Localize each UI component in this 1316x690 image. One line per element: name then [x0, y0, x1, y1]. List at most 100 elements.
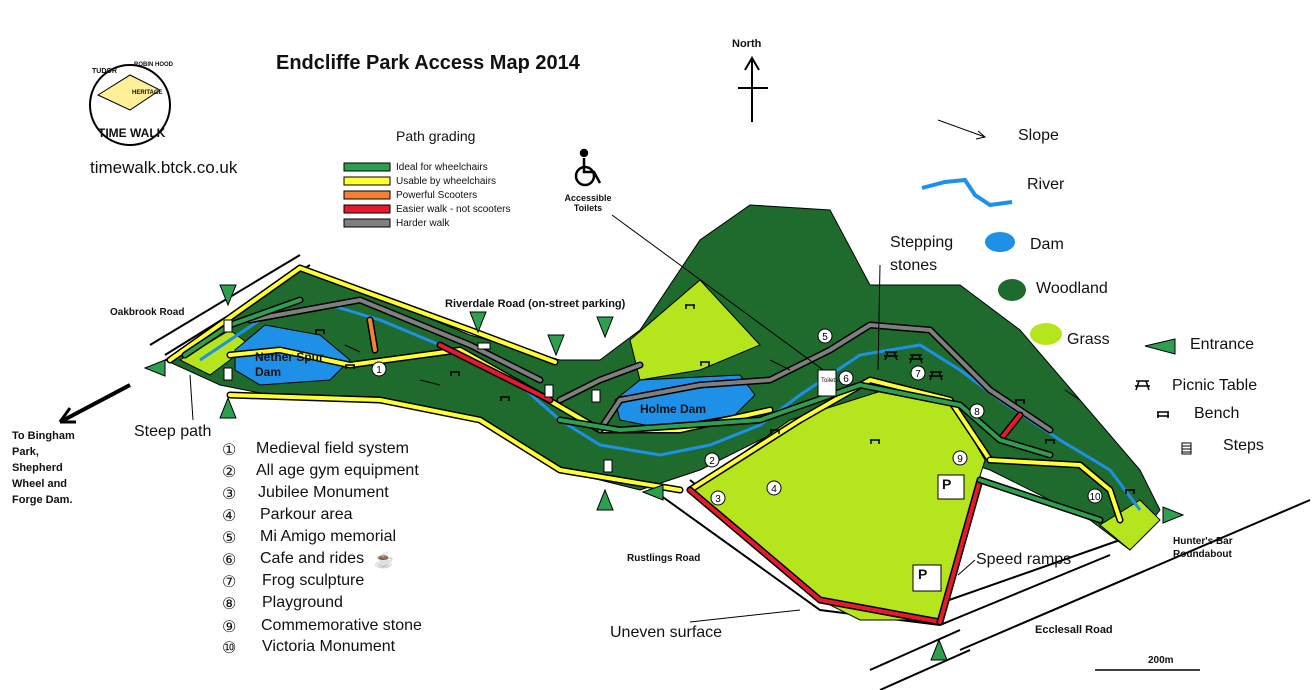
- key-steps: Steps: [1223, 437, 1264, 454]
- website-link[interactable]: timewalk.btck.co.uk: [90, 158, 238, 177]
- entrances: [143, 284, 1185, 661]
- toilets-box: [817, 369, 837, 397]
- poi-9-num: ⑨: [222, 619, 237, 636]
- poi-1-num: ①: [222, 442, 237, 459]
- poi-3-label: Jubilee Monument: [258, 484, 389, 501]
- to-bingham-label: To Bingham Park, Shepherd Wheel and Forg…: [12, 430, 75, 506]
- entrance-icon: [1144, 338, 1176, 355]
- svg-text:4: 4: [771, 484, 777, 495]
- path-grading-swatches: [343, 162, 391, 228]
- svg-text:10: 10: [1089, 492, 1101, 503]
- poi-markers: [371, 328, 1103, 506]
- ecclesall-road-label: Ecclesall Road: [1035, 624, 1113, 636]
- key-river: River: [1027, 176, 1065, 193]
- parking-icon: P: [918, 566, 928, 582]
- poi-9-label: Commemorative stone: [261, 617, 422, 634]
- uneven-surface-leader-line: [689, 609, 801, 623]
- steps-markers: [223, 319, 613, 473]
- key-dam: Dam: [1030, 236, 1064, 253]
- poi-3-num: ③: [222, 486, 237, 503]
- poi-10-num: ⑩: [222, 640, 237, 657]
- poi-2-num: ②: [222, 464, 237, 481]
- path-grading-harder: Harder walk: [396, 218, 450, 229]
- svg-text:6: 6: [843, 374, 849, 385]
- map-title: Endcliffe Park Access Map 2014: [276, 52, 580, 74]
- svg-text:3: 3: [715, 494, 721, 505]
- holme-dam: [614, 374, 756, 429]
- nether-spur-dam-label: Nether Spur Dam: [255, 350, 324, 379]
- key-entrance: Entrance: [1190, 336, 1255, 353]
- toilets-leader-line: [611, 214, 831, 376]
- paths: [166, 264, 1124, 626]
- svg-text:8: 8: [974, 407, 980, 418]
- picnic-table-icon: [1135, 380, 1150, 391]
- scale-label: 200m: [1148, 655, 1174, 666]
- poi-4-num: ④: [222, 508, 237, 525]
- poi-6-num: ⑥: [222, 552, 237, 569]
- poi-1-label: Medieval field system: [256, 440, 409, 457]
- slope-arrows: [344, 344, 1081, 401]
- path-grading-scooters: Powerful Scooters: [396, 190, 478, 201]
- hunters-bar-label: Hunter's Bar Roundabout: [1173, 536, 1233, 560]
- svg-text:5: 5: [822, 332, 828, 343]
- poi-7-num: ⑦: [222, 574, 237, 591]
- speed-ramps-label: Speed ramps: [976, 551, 1072, 568]
- oakbrook-road-label: Oakbrook Road: [110, 307, 185, 318]
- uneven-surface-label: Uneven surface: [610, 624, 723, 641]
- north-label: North: [732, 38, 762, 50]
- bingham-direction-arrow-icon: [58, 383, 131, 424]
- toilets-text: Toilets: [821, 378, 839, 384]
- svg-text:7: 7: [915, 369, 921, 380]
- parking-icons: [912, 474, 965, 592]
- key-slope: Slope: [1018, 127, 1059, 144]
- dam-icon: [985, 232, 1015, 252]
- dams: [234, 324, 756, 429]
- river-icon: [921, 177, 1013, 208]
- poi-4-label: Parkour area: [260, 506, 353, 523]
- picnic-tables: [884, 351, 943, 381]
- accessible-toilets-label: Accessible Toilets: [564, 193, 612, 213]
- svg-text:1: 1: [376, 365, 382, 376]
- woodland-icon: [998, 279, 1026, 301]
- key-grass: Grass: [1067, 331, 1110, 348]
- logo-text-tudor: TUDOR: [92, 68, 117, 75]
- steep-path-leader-line: [189, 374, 194, 421]
- north-arrow-icon: [738, 56, 768, 122]
- key-picnic-table: Picnic Table: [1172, 377, 1258, 394]
- logo: [80, 55, 180, 155]
- stepping-stones-label: Stepping stones: [890, 234, 954, 274]
- slope-arrow-icon: [937, 119, 986, 138]
- poi-10-label: Victoria Monument: [262, 638, 396, 655]
- path-grading-heading: Path grading: [396, 128, 476, 144]
- stepping-stones-leader-line: [877, 264, 881, 371]
- rustlings-road-label: Rustlings Road: [627, 553, 701, 564]
- benches: [315, 304, 1135, 494]
- svg-text:9: 9: [957, 454, 963, 465]
- poi-8-num: ⑧: [222, 596, 237, 613]
- key-bench: Bench: [1194, 405, 1240, 422]
- logo-text-heritage: HERITAGE: [132, 90, 163, 96]
- poi-2-label: All age gym equipment: [256, 462, 419, 479]
- poi-5-num: ⑤: [222, 530, 237, 547]
- bench-icon: [1157, 411, 1169, 418]
- poi-6-label: Cafe and rides: [260, 550, 365, 567]
- poi-8-label: Playground: [262, 594, 343, 611]
- wheelchair-icon: [574, 148, 602, 187]
- riverdale-road-label: Riverdale Road (on-street parking): [445, 298, 626, 310]
- poi-7-label: Frog sculpture: [262, 572, 365, 589]
- path-grading-ideal: Ideal for wheelchairs: [396, 162, 488, 173]
- path-grading-usable: Usable by wheelchairs: [396, 176, 497, 187]
- poi-5-label: Mi Amigo memorial: [260, 528, 397, 545]
- speed-ramps-leader-line: [957, 559, 976, 576]
- grass-icon: [1030, 323, 1062, 345]
- logo-text-time-walk: TIME WALK: [98, 126, 166, 140]
- key-woodland: Woodland: [1036, 280, 1108, 297]
- parking-icon: P: [942, 476, 952, 492]
- holme-dam-label: Holme Dam: [640, 402, 707, 416]
- poi-marker-numbers: 1 2 3 4 5 6 7 8 9 10: [376, 332, 1101, 505]
- logo-text-robin-hood: ROBIN HOOD: [134, 62, 173, 68]
- path-grading-easier: Easier walk - not scooters: [396, 204, 511, 215]
- steep-path-label: Steep path: [134, 423, 212, 440]
- svg-text:2: 2: [709, 456, 715, 467]
